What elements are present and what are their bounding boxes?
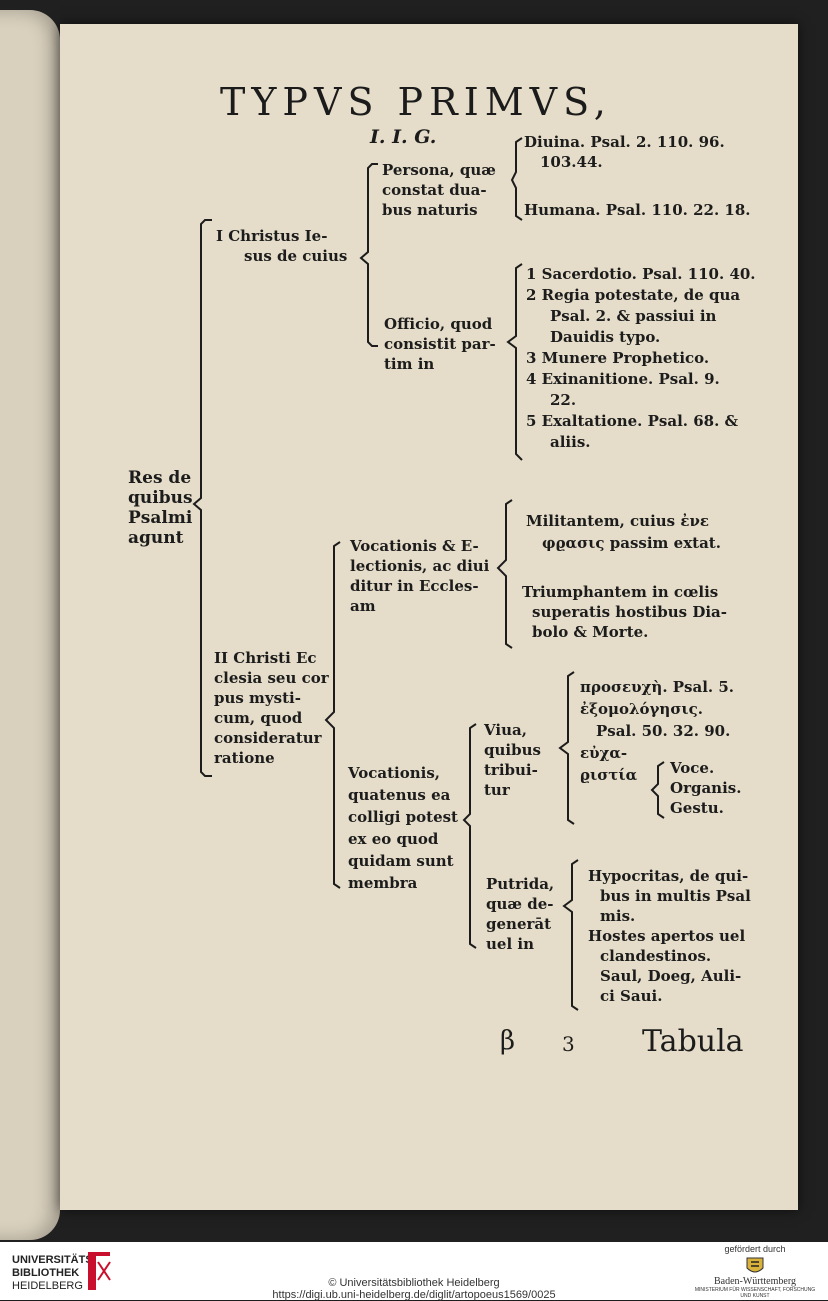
officio-item-5: 5 Exaltatione. Psal. 68. &: [526, 412, 739, 430]
page-title: TYPVS PRIMVS,: [220, 80, 612, 124]
library-name: UNIVERSITÄTS- BIBLIOTHEK HEIDELBERG: [12, 1254, 97, 1292]
viua-brace: [558, 671, 575, 825]
brace-lines: [192, 137, 665, 1011]
state-coat-of-arms-icon: [746, 1257, 764, 1273]
page-body: TYPVS PRIMVS, I. I. G.: [60, 24, 798, 1210]
vocatio1-brace: [496, 499, 513, 649]
viewer-footer: [0, 1242, 828, 1300]
ub-logo-icon: [88, 1252, 111, 1290]
viua-label: Viua,quibus tribui-tur: [484, 721, 541, 799]
christus-brace: [359, 163, 378, 347]
officio-brace: [506, 263, 523, 461]
modes-list: Voce.Organis.Gestu.: [670, 759, 742, 817]
page-subtitle: I. I. G.: [370, 126, 437, 148]
humana-entry: Humana. Psal. 110. 22. 18.: [524, 201, 751, 219]
signature-number: 3: [562, 1032, 575, 1056]
divina-entry: Diuina. Psal. 2. 110. 96.103.44.: [524, 133, 725, 171]
book-page: TYPVS PRIMVS, I. I. G.: [60, 24, 798, 1210]
scan-area: TYPVS PRIMVS, I. I. G.: [0, 10, 798, 1240]
previous-page-edge: [0, 10, 60, 1240]
officio-item-3: 3 Munere Prophetico.: [526, 349, 710, 367]
ecclesia-brace: [324, 541, 341, 889]
sponsor-block: gefördert durch Baden-Württemberg MINIST…: [694, 1244, 816, 1299]
viua-items: προσευχὴ. Psal. 5. ἐξομολόγησις. Psal. 5…: [580, 678, 735, 784]
officio-item-2: 2 Regia potestate, de qua: [526, 286, 741, 304]
officio-item-1: 1 Sacerdotio. Psal. 110. 40.: [526, 265, 756, 283]
catchword: Tabula: [642, 1024, 744, 1059]
root-brace: [192, 219, 212, 777]
officio-item-4: 4 Exinanitione. Psal. 9.: [526, 370, 720, 388]
copyright-text: © Universitätsbibliothek Heidelberg: [328, 1277, 500, 1289]
christus-label: I Christus Ie-sus de cuius: [216, 227, 348, 265]
vocatio1-label: Vocationis & E-lectionis, ac diui ditur …: [350, 537, 490, 615]
signature-mark: β: [500, 1026, 516, 1056]
persona-brace: [510, 137, 523, 221]
officio-items: 1 Sacerdotio. Psal. 110. 40. 2 Regia pot…: [526, 265, 756, 451]
putrida-items: Hypocritas, de qui- bus in multis Psal m…: [588, 867, 751, 1005]
putrida-brace: [562, 859, 579, 1011]
modes-brace: [650, 761, 665, 819]
vocatio2-brace: [462, 723, 477, 949]
permalink-url[interactable]: https://digi.ub.uni-heidelberg.de/diglit…: [272, 1289, 556, 1301]
